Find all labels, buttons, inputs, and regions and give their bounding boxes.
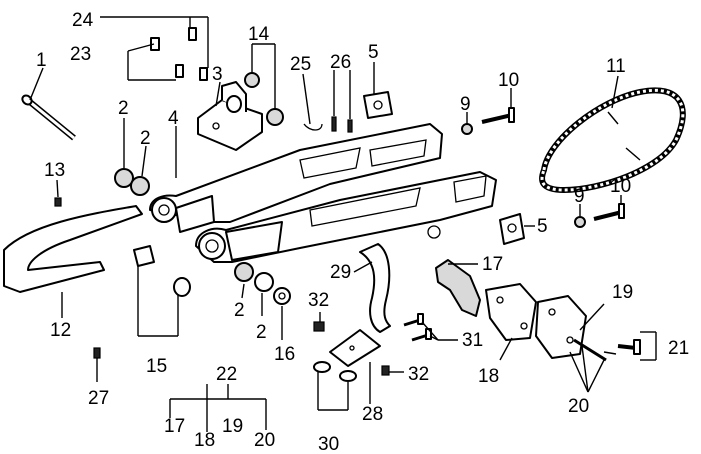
callout-9-upper: 9 [460, 94, 471, 115]
callout-17-upper: 17 [482, 254, 503, 275]
callout-2-upper-a: 2 [118, 98, 129, 119]
part-bushings [114, 168, 274, 292]
part-side-plate-18 [485, 283, 537, 341]
callout-19-lower: 19 [222, 416, 243, 437]
callout-5-upper: 5 [368, 42, 379, 63]
callout-32-lower: 32 [408, 364, 429, 385]
callout-19-upper: 19 [612, 282, 633, 303]
leader-lines [29, 16, 657, 432]
callout-20-right: 20 [568, 396, 589, 417]
callout-18-lower: 18 [478, 366, 499, 387]
callout-10-upper: 10 [498, 70, 519, 91]
callout-26: 26 [330, 52, 351, 73]
part-caps-30 [313, 361, 357, 382]
part-chain-block-lower [499, 213, 525, 245]
callout-14: 14 [248, 24, 270, 45]
callout-30: 30 [318, 434, 339, 454]
callout-29: 29 [330, 262, 351, 283]
callout-11: 11 [606, 56, 626, 77]
part-screw-13 [54, 197, 62, 207]
callout-17-lower: 17 [164, 416, 185, 437]
callout-32-upper: 32 [308, 290, 329, 311]
part-swingarm [149, 123, 497, 263]
part-washer-16 [273, 287, 291, 305]
callout-18-lower-b: 18 [194, 430, 215, 451]
part-clip-and-screws [303, 116, 353, 133]
part-adjuster-lower [574, 203, 625, 228]
callout-20-lower: 20 [254, 430, 275, 451]
callout-15: 15 [146, 356, 167, 377]
callout-16: 16 [274, 344, 295, 365]
part-adjuster-upper [461, 107, 515, 135]
callout-21: 21 [668, 338, 689, 359]
callout-2-lower-a: 2 [234, 300, 245, 321]
callout-12: 12 [50, 320, 71, 341]
part-drive-chain [539, 87, 686, 194]
callout-9-lower: 9 [574, 186, 585, 207]
callout-28: 28 [362, 404, 383, 425]
callout-3: 3 [212, 64, 223, 85]
part-bolts-20-21 [573, 338, 641, 362]
part-chain-guide [435, 259, 481, 317]
callout-13: 13 [44, 160, 65, 181]
callout-23: 23 [70, 44, 91, 65]
callout-25: 25 [290, 54, 311, 75]
part-chain-slider [3, 205, 143, 293]
callout-10-lower: 10 [610, 176, 631, 197]
part-chain-block-upper [363, 91, 393, 119]
part-pivot-bushings [133, 245, 191, 297]
part-axle-bolt [21, 94, 76, 141]
part-mount-block [197, 81, 263, 151]
callout-5-lower: 5 [537, 216, 548, 237]
part-chain-guide-bracket [359, 243, 391, 333]
callout-27: 27 [88, 388, 109, 409]
callout-24: 24 [72, 10, 94, 31]
callout-22: 22 [216, 364, 237, 385]
callout-2-upper-b: 2 [140, 128, 151, 149]
callout-labels: 24 23 14 1 3 25 26 5 11 10 9 2 4 2 13 9 … [36, 10, 689, 454]
callout-31: 31 [462, 330, 483, 351]
callout-2-lower-b: 2 [256, 322, 267, 343]
part-side-plate-19 [535, 295, 587, 359]
part-plate-28 [329, 329, 381, 367]
part-bolts-top [150, 27, 208, 81]
callout-4: 4 [168, 108, 179, 129]
callout-1: 1 [36, 50, 47, 71]
